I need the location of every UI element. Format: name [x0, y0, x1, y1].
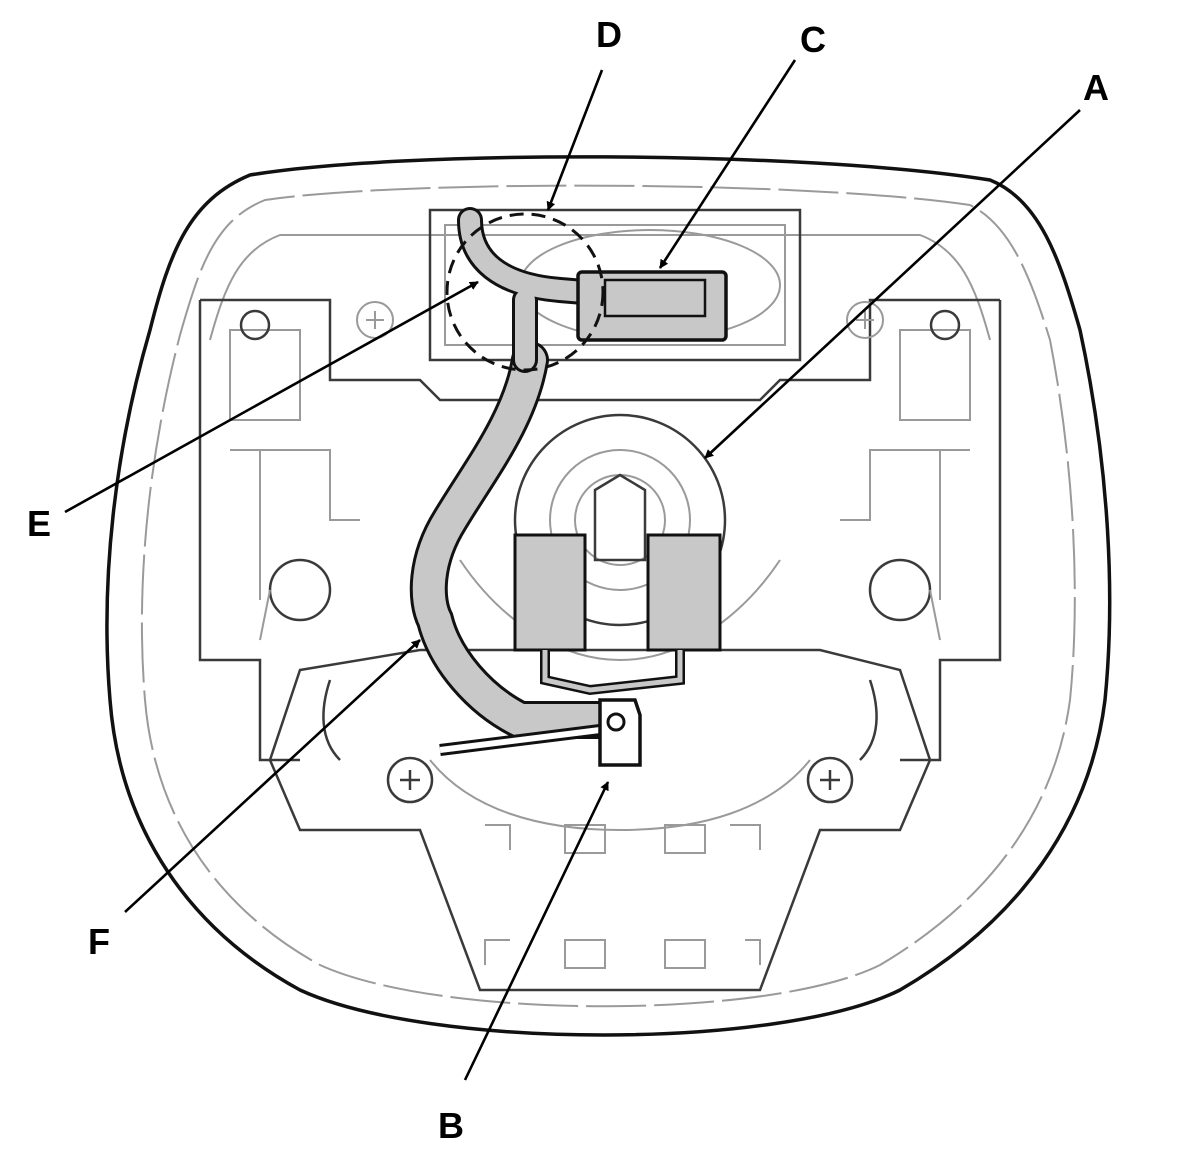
leader-line-c — [658, 59, 797, 269]
clock-spring — [459, 413, 781, 662]
leader-line-b — [463, 781, 610, 1081]
callout-label-f: F — [88, 921, 110, 962]
callout-label-a: A — [1083, 67, 1109, 108]
leader-lines — [64, 59, 1081, 1081]
callout-label-e: E — [27, 503, 51, 544]
leader-line-f — [124, 639, 421, 913]
callout-label-b: B — [438, 1105, 464, 1146]
callout-labels: A B C D E F — [27, 14, 1109, 1146]
lower-section — [268, 648, 932, 992]
harness-clip — [598, 698, 642, 767]
callout-label-c: C — [800, 19, 826, 60]
mounting-frame — [198, 298, 1002, 762]
callout-label-d: D — [596, 14, 622, 55]
leader-line-e — [64, 280, 479, 514]
upper-connector — [576, 270, 728, 342]
inflator-connectors — [513, 533, 722, 696]
leader-line-d — [546, 69, 604, 211]
leader-line-a — [704, 109, 1081, 459]
detail-circle-d — [445, 212, 605, 372]
